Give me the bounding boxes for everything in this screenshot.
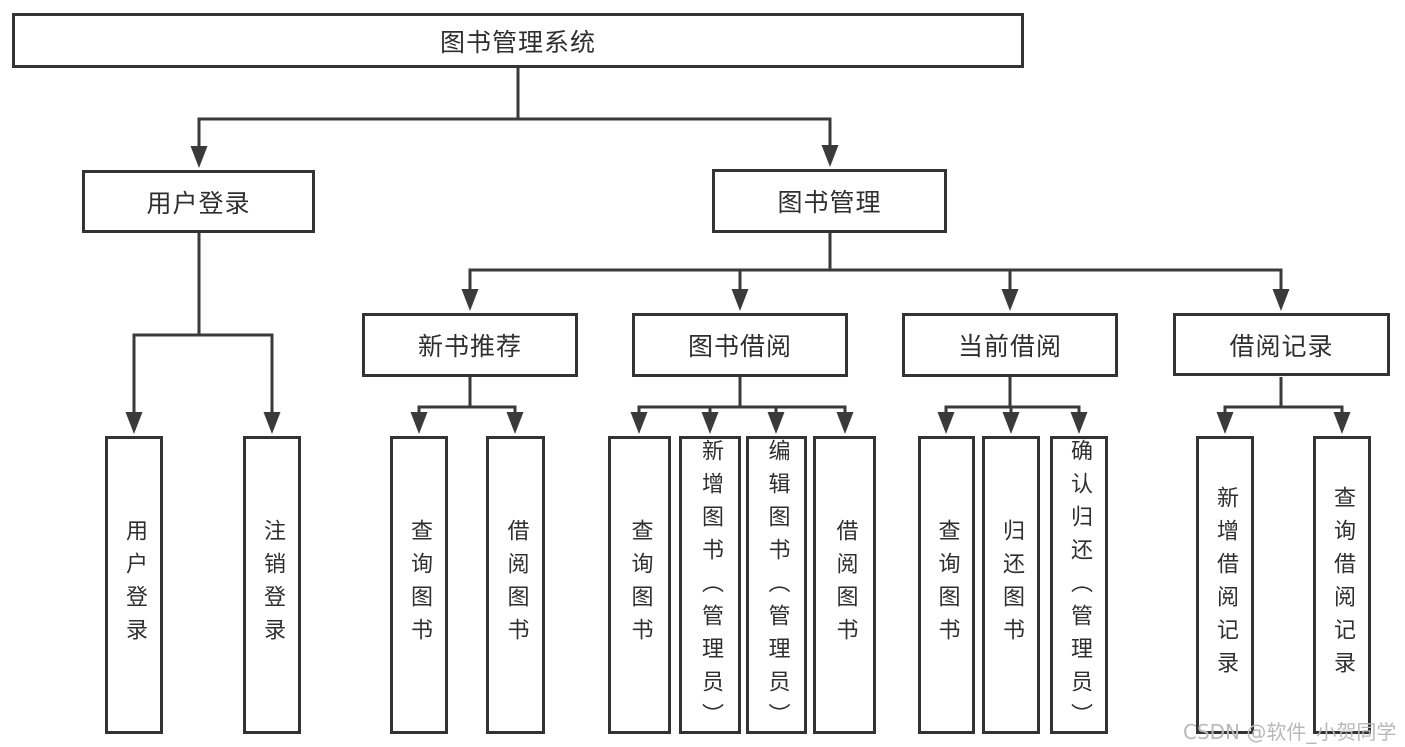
node-user-login: 用户登录 xyxy=(82,170,315,233)
leaf-add-books-admin: 新增图书（管理员） xyxy=(679,436,741,736)
leaf-user-login: 用户登录 xyxy=(105,436,163,734)
leaf-label: 借阅图书 xyxy=(832,519,858,651)
node-current-borrowing: 当前借阅 xyxy=(902,313,1118,377)
node-label: 图书借阅 xyxy=(687,332,792,361)
node-label: 图书管理系统 xyxy=(439,27,596,57)
leaf-label: 确认归还（管理员） xyxy=(1067,439,1092,736)
leaf-return-books: 归还图书 xyxy=(982,436,1040,734)
leaf-label: 编辑图书（管理员） xyxy=(764,439,790,736)
leaf-label: 查询图书 xyxy=(627,519,653,651)
leaf-borrow-books-recommend: 借阅图书 xyxy=(486,436,545,734)
node-library-management-system: 图书管理系统 xyxy=(12,13,1024,68)
node-label: 用户登录 xyxy=(146,188,251,218)
leaf-label: 用户登录 xyxy=(122,519,147,651)
leaf-add-borrow-record: 新增借阅记录 xyxy=(1196,436,1254,734)
leaf-confirm-return-admin: 确认归还（管理员） xyxy=(1050,436,1108,736)
node-label: 图书管理 xyxy=(777,188,882,217)
node-borrowing-records: 借阅记录 xyxy=(1173,313,1390,376)
leaf-label: 注销登录 xyxy=(260,519,285,651)
leaf-label: 查询图书 xyxy=(934,519,960,651)
leaf-query-books: 查询图书 xyxy=(608,436,671,734)
leaf-label: 借阅图书 xyxy=(503,519,529,651)
leaf-label: 查询图书 xyxy=(407,519,432,651)
node-label: 新书推荐 xyxy=(417,332,522,361)
node-new-book-recommend: 新书推荐 xyxy=(362,313,578,377)
leaf-label: 归还图书 xyxy=(999,519,1024,651)
leaf-label: 查询借阅记录 xyxy=(1330,486,1355,684)
node-book-management: 图书管理 xyxy=(712,169,947,233)
leaf-label: 新增借阅记录 xyxy=(1213,486,1238,684)
leaf-logout: 注销登录 xyxy=(243,436,301,734)
node-book-borrowing: 图书借阅 xyxy=(632,313,848,377)
node-label: 当前借阅 xyxy=(957,332,1062,361)
leaf-label: 新增图书（管理员） xyxy=(698,439,723,736)
leaf-query-borrow-record: 查询借阅记录 xyxy=(1313,436,1371,734)
leaf-query-books-recommend: 查询图书 xyxy=(390,436,448,734)
leaf-edit-books-admin: 编辑图书（管理员） xyxy=(746,436,807,736)
leaf-borrow-books: 借阅图书 xyxy=(813,436,876,734)
leaf-query-books-current: 查询图书 xyxy=(918,436,975,734)
node-label: 借阅记录 xyxy=(1229,331,1334,361)
csdn-watermark: CSDN @软件_小贺同学 xyxy=(1183,720,1397,744)
